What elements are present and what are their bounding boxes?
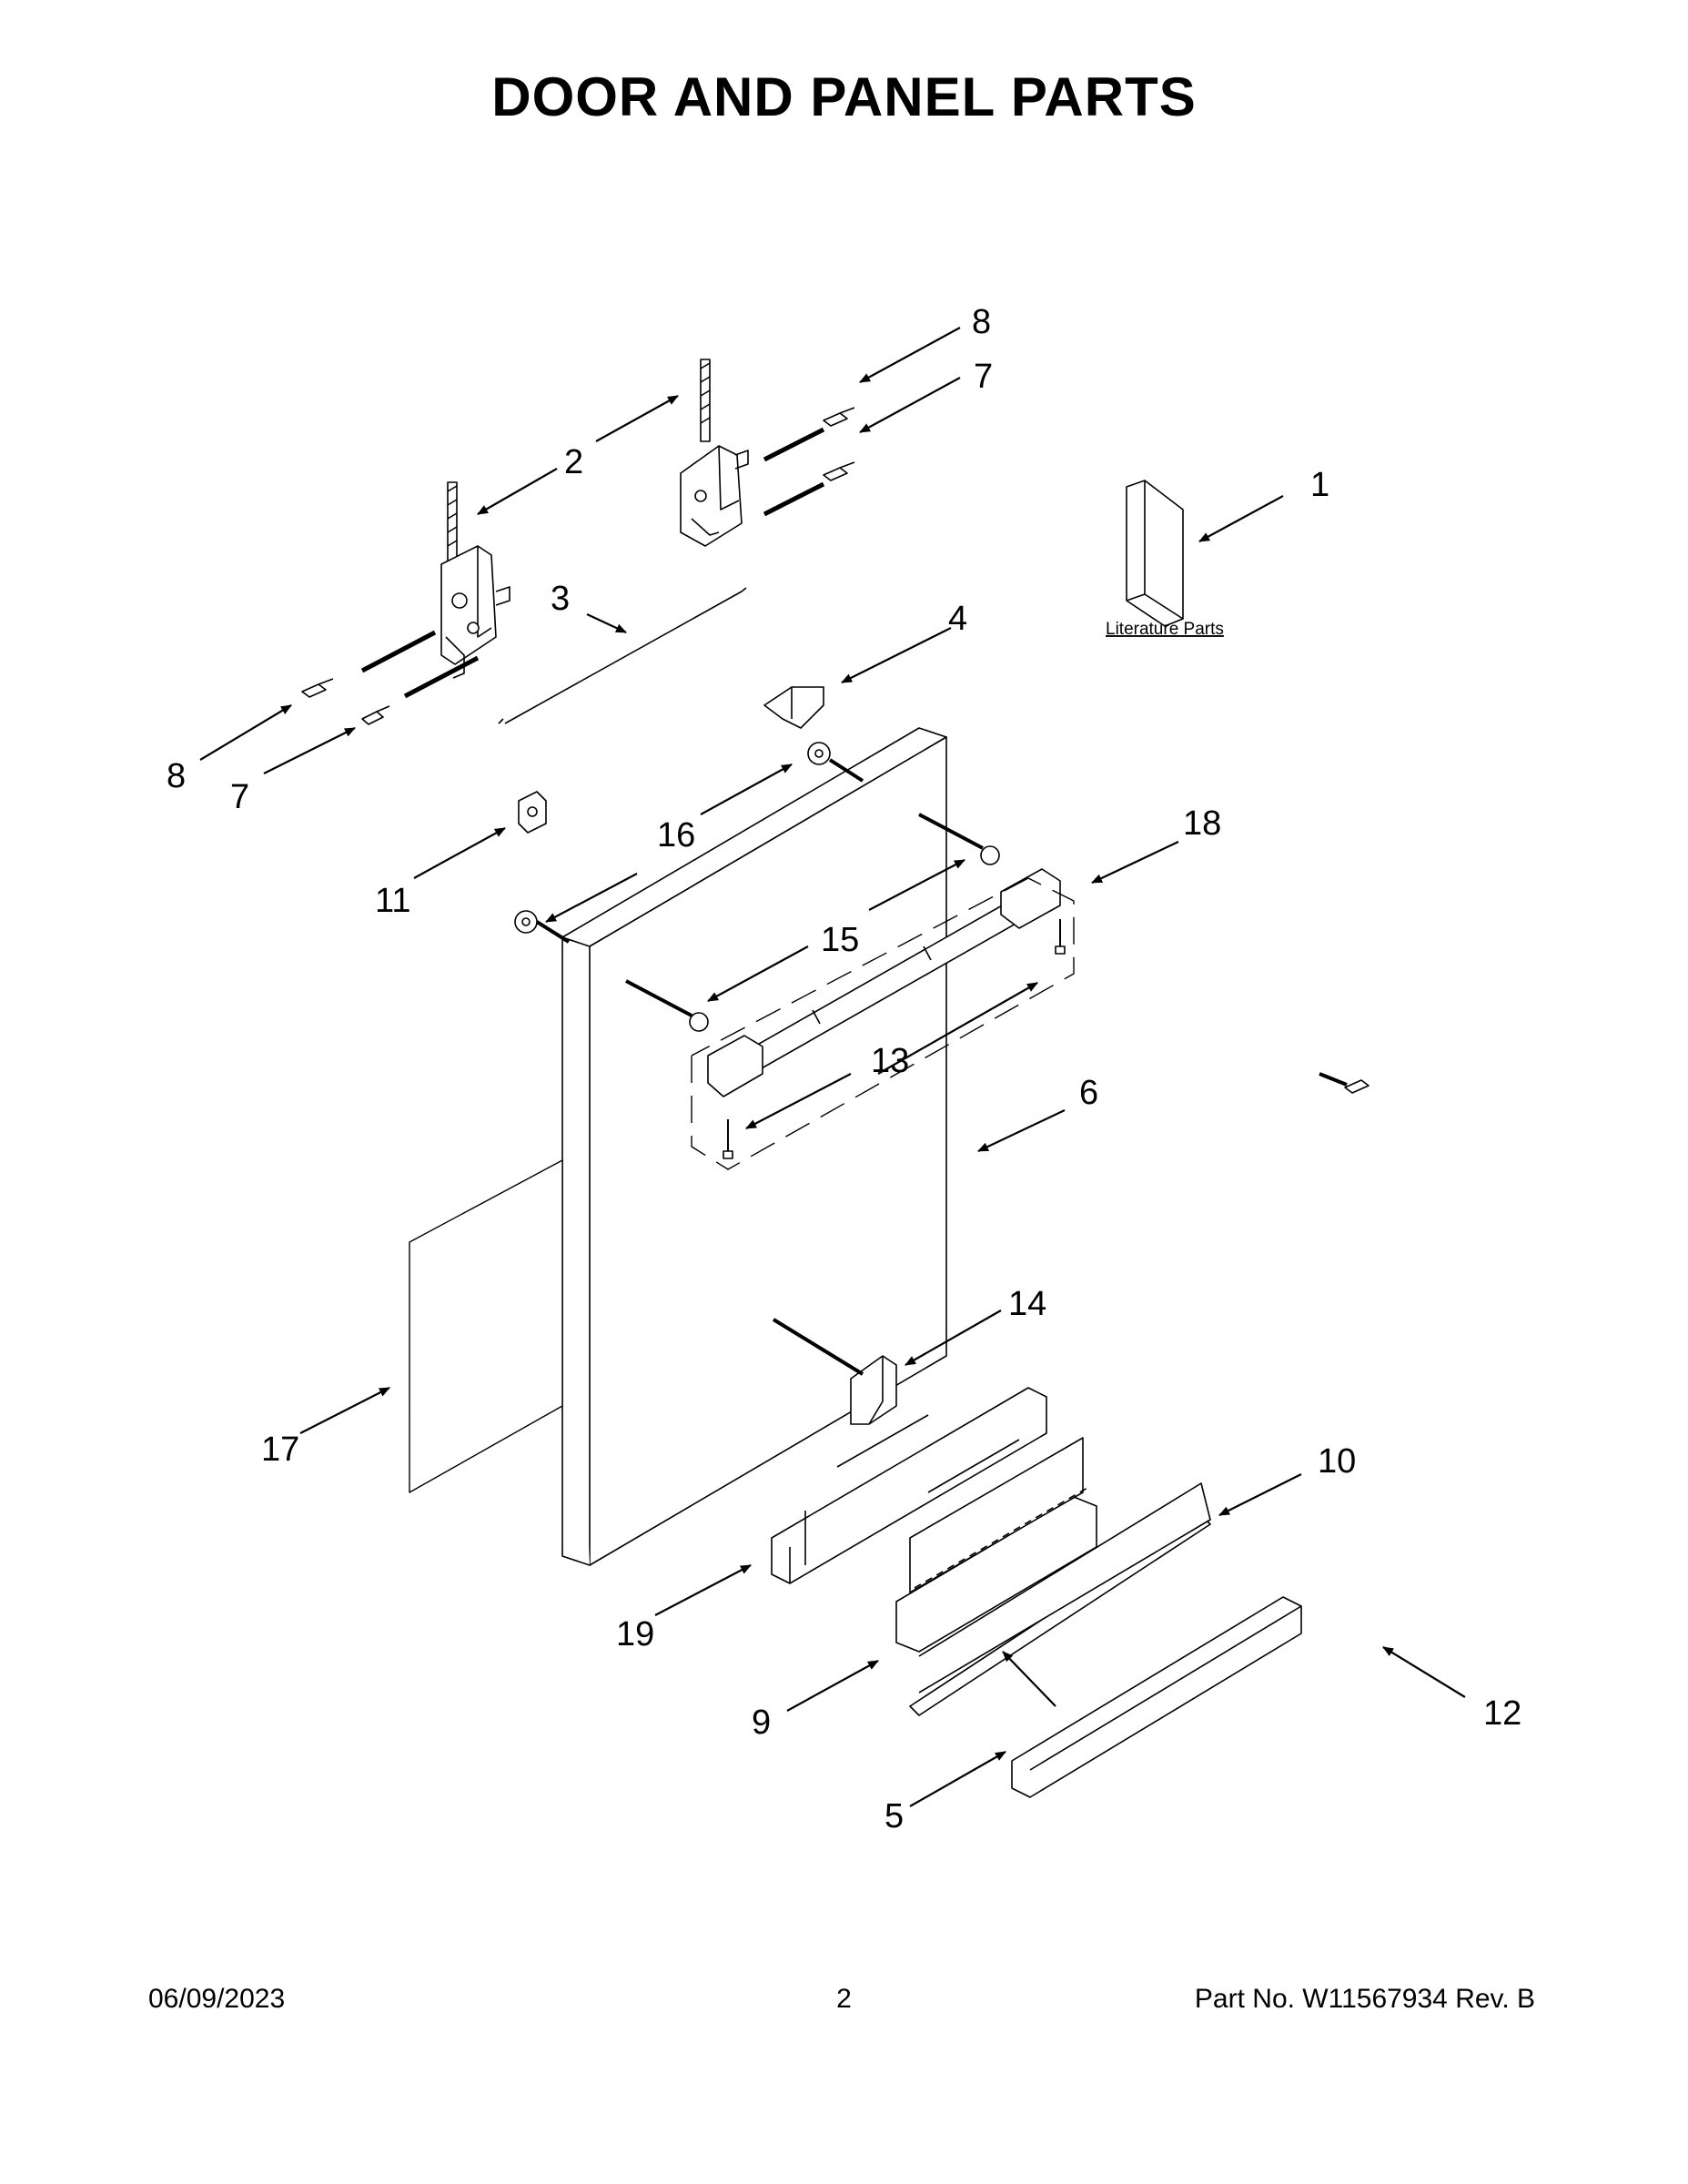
lower-panel-part (1011, 1596, 1302, 1798)
insulation-part (895, 1437, 1097, 1653)
literature-parts (1126, 480, 1184, 627)
callout-9: 9 (752, 1704, 771, 1742)
callout-12: 12 (1483, 1694, 1521, 1733)
callout-7-left: 7 (230, 778, 249, 816)
callout-14: 14 (1008, 1285, 1046, 1323)
callout-8-right: 8 (972, 303, 991, 341)
toe-panel-part (771, 1387, 1047, 1584)
door-latch-part (763, 686, 824, 729)
callout-15: 15 (821, 921, 859, 959)
door-panel-part (561, 727, 947, 1566)
access-panel-part (909, 1482, 1211, 1716)
callout-7-right: 7 (974, 358, 993, 396)
screw-parts (301, 407, 1370, 1094)
callout-1: 1 (1310, 466, 1329, 504)
footer-page-number: 2 (836, 1984, 852, 2014)
callout-3: 3 (551, 580, 570, 618)
door-handle-part (707, 868, 1061, 1097)
callout-4: 4 (948, 600, 967, 638)
page-title: DOOR AND PANEL PARTS (491, 66, 1197, 127)
callout-18: 18 (1183, 804, 1221, 843)
callout-6: 6 (1079, 1074, 1098, 1112)
footer-date: 06/09/2023 (148, 1984, 286, 2014)
callout-11: 11 (375, 882, 410, 920)
footer-part-number: Part No. W11567934 Rev. B (1194, 1984, 1535, 2014)
callout-5: 5 (884, 1797, 904, 1835)
callout-16: 16 (657, 816, 695, 854)
callout-13: 13 (871, 1042, 909, 1080)
door-switch-part (518, 791, 547, 834)
left-hinge-part (440, 481, 510, 679)
callout-8-left: 8 (167, 757, 186, 795)
right-hinge-part (680, 359, 749, 547)
literature-parts-label: Literature Parts (1106, 620, 1224, 639)
callout-2: 2 (564, 443, 583, 481)
callout-19: 19 (616, 1615, 654, 1653)
callout-17: 17 (261, 1431, 299, 1469)
callout-10: 10 (1318, 1442, 1356, 1481)
